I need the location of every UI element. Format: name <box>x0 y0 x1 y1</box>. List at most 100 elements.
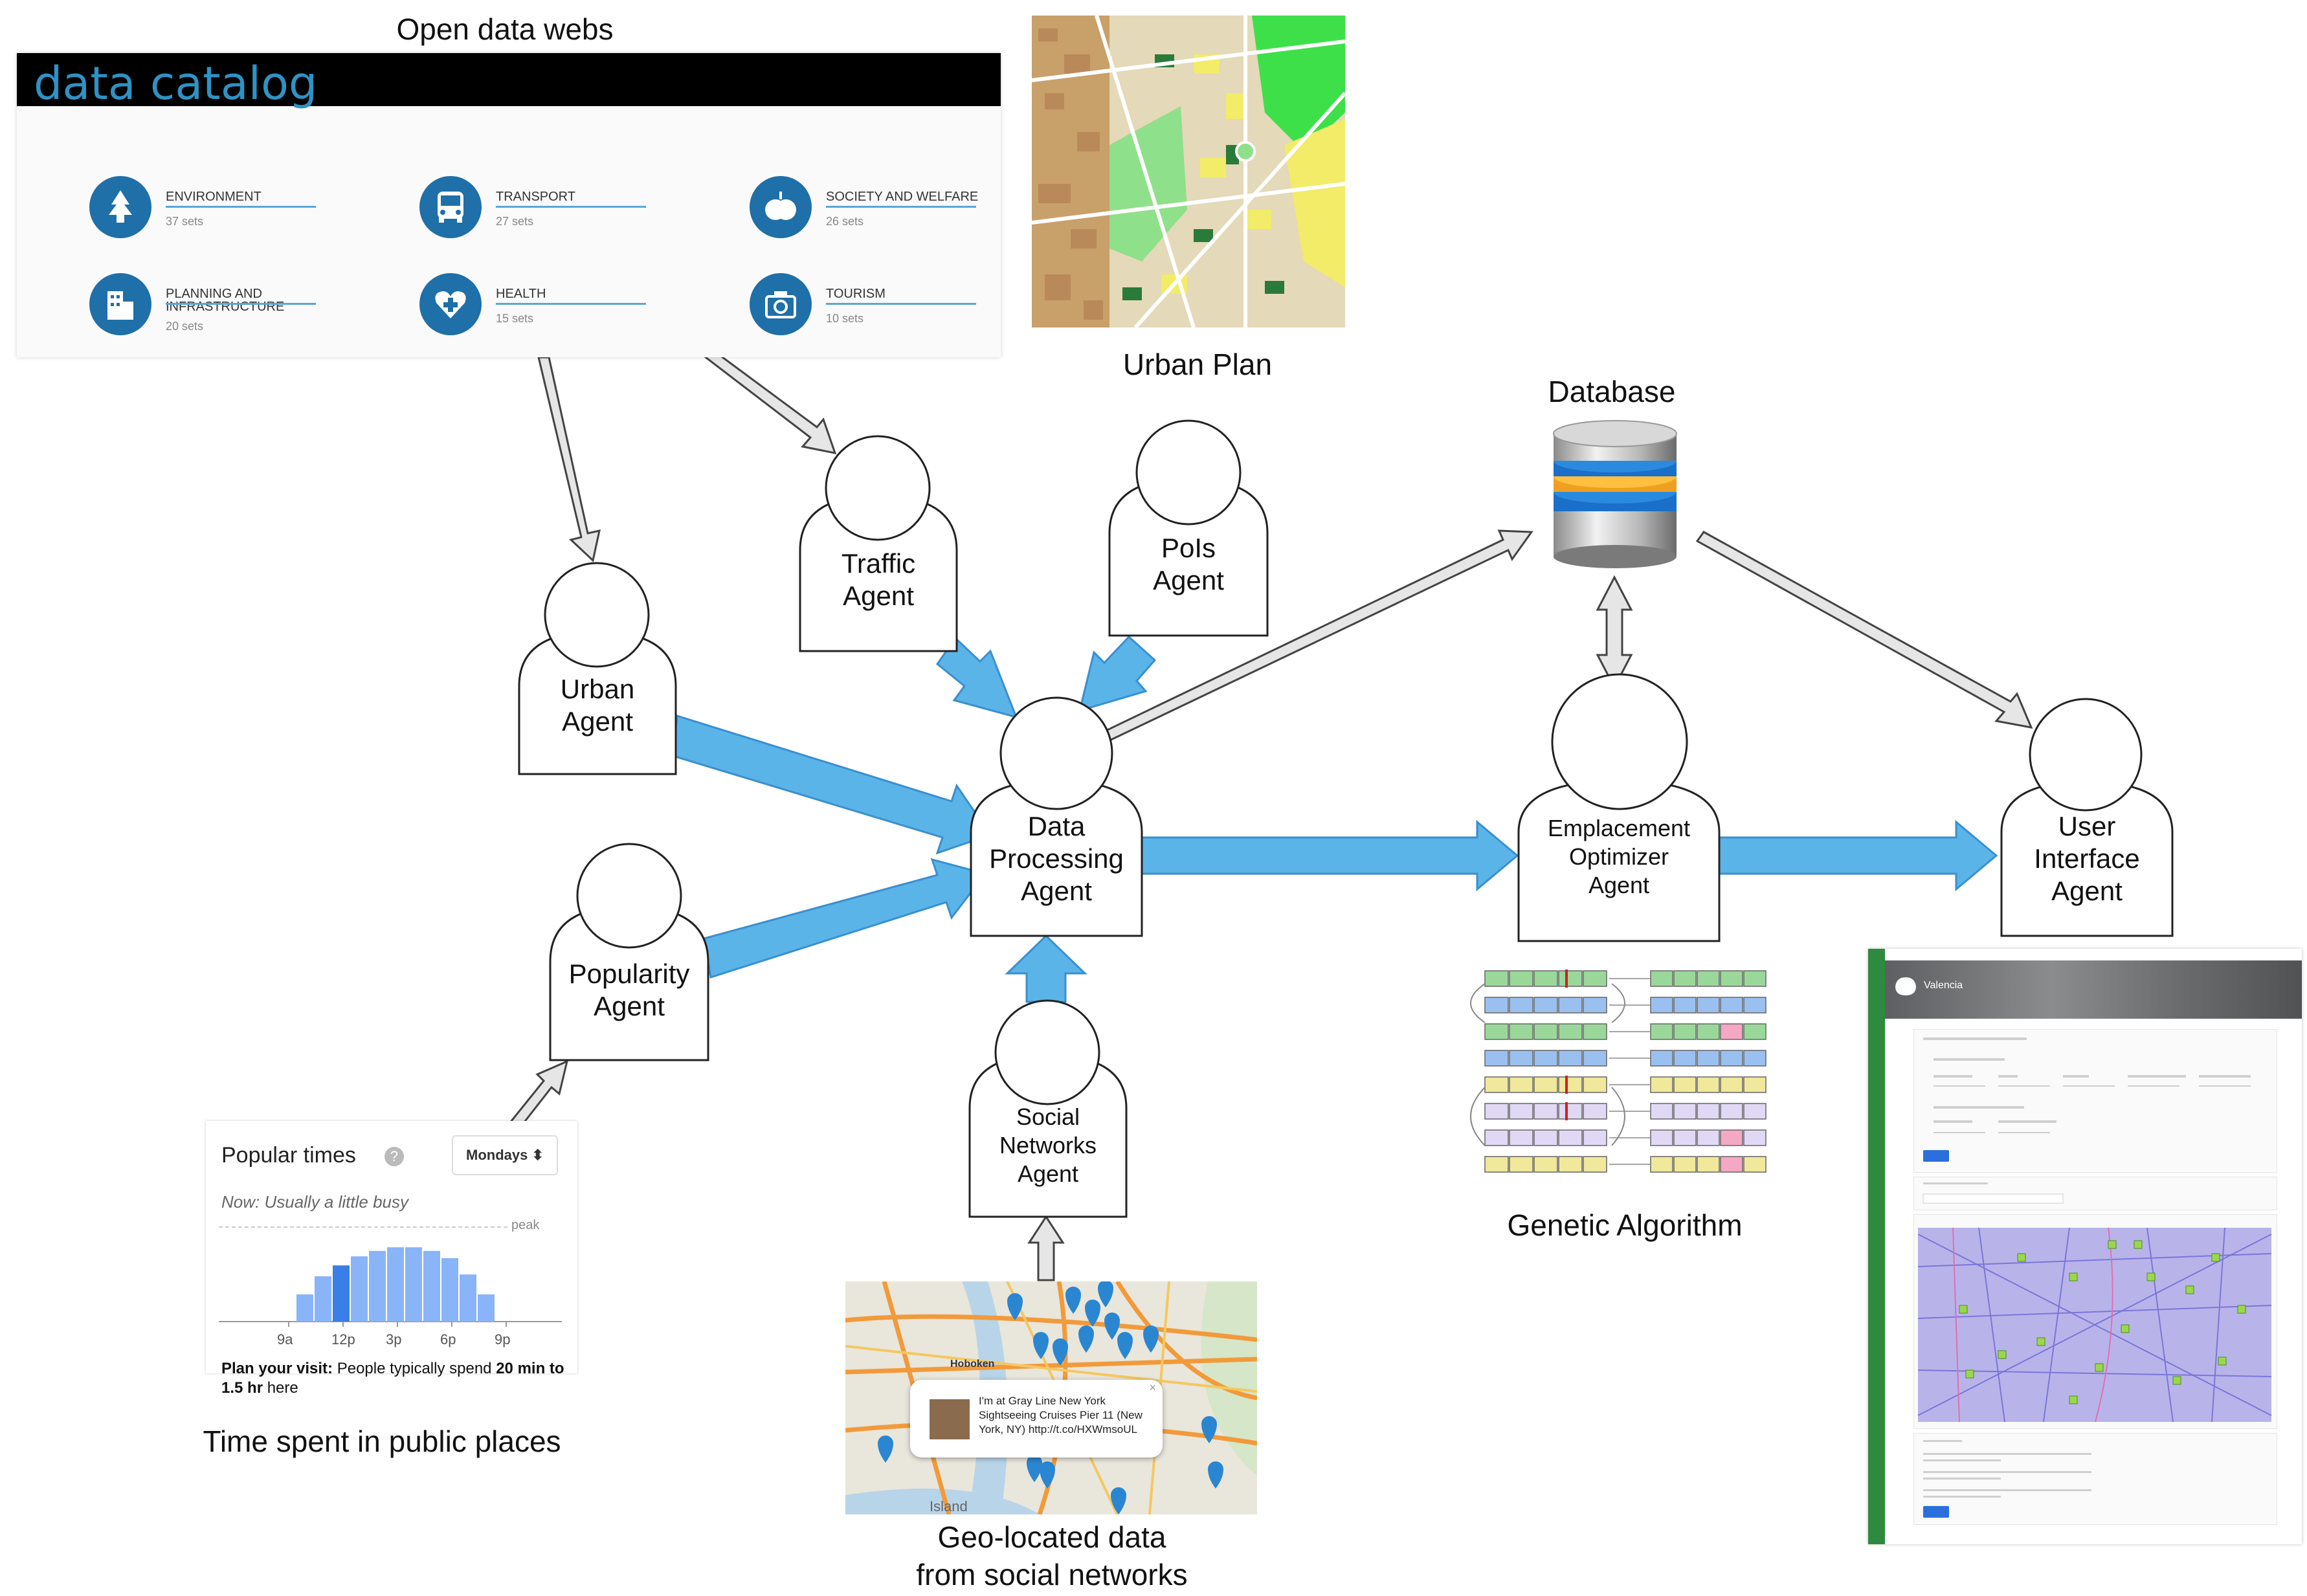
gene-cell <box>1484 1023 1509 1040</box>
catalog-item-environment[interactable]: ENVIRONMENT 37 sets <box>89 176 348 247</box>
catalog-item-health[interactable]: HEALTH 15 sets <box>419 273 678 344</box>
gene-cell <box>1558 1129 1583 1146</box>
catalog-item-planning[interactable]: PLANNING AND INFRASTRUCTURE 20 sets <box>89 273 348 344</box>
histogram-hour-label: 6p <box>440 1331 456 1347</box>
gene-cell <box>1484 1050 1509 1067</box>
ui-map-panel <box>1913 1214 2277 1429</box>
catalog-item-count: 10 sets <box>826 312 864 325</box>
map-label-island: Island <box>930 1498 968 1514</box>
pois-agent-label: PoIs Agent <box>1153 533 1224 595</box>
gene-cell <box>1720 1076 1743 1093</box>
gene-cell <box>1558 1050 1583 1067</box>
urban-plan-map-image <box>1032 16 1345 327</box>
database-icon <box>1553 420 1677 568</box>
help-icon[interactable]: ? <box>384 1147 404 1166</box>
gene-cell <box>1558 997 1583 1014</box>
catalog-item-count: 27 sets <box>496 215 534 228</box>
ui-brand: Valencia <box>1924 980 1963 991</box>
gene-cell <box>1720 1023 1743 1040</box>
apple-icon <box>750 176 812 238</box>
social-map-to-social-agent-arrow <box>1027 1215 1065 1281</box>
catalog-item-society[interactable]: SOCIETY AND WELFARE 26 sets <box>750 176 1009 247</box>
camera-icon <box>750 273 812 335</box>
histogram-bar <box>423 1250 440 1322</box>
now-status: Now: Usually a little busy <box>221 1192 408 1212</box>
histogram-hour-label: 9a <box>277 1331 293 1347</box>
close-icon[interactable]: × <box>1149 1381 1156 1394</box>
ui-results-panel <box>1913 1433 2277 1525</box>
gene-cell <box>1720 1050 1743 1067</box>
building-icon <box>89 273 151 335</box>
crossover-curve <box>1611 983 1625 1023</box>
time-spent-caption: Time spent in public places <box>203 1424 561 1458</box>
catalog-item-underline <box>496 206 646 208</box>
ui-agent-figure <box>2000 698 2174 937</box>
gene-cell <box>1509 1050 1533 1067</box>
histogram-hour-label: 3p <box>386 1331 401 1347</box>
histogram-bar <box>478 1294 495 1322</box>
crossover-curve <box>1611 1087 1625 1146</box>
ui-results-lines <box>1923 1440 2091 1498</box>
gene-cell <box>1558 1076 1583 1093</box>
histogram-bar <box>333 1265 350 1322</box>
plan-text: People typically spend <box>333 1360 496 1377</box>
gene-cell <box>1650 1156 1673 1173</box>
catalog-item-transport[interactable]: TRANSPORT 27 sets <box>419 176 678 247</box>
gene-cell <box>1533 1076 1558 1093</box>
tweet-text: I'm at Gray Line New York Sightseeing Cr… <box>979 1395 1142 1435</box>
catalog-item-count: 20 sets <box>166 320 204 333</box>
catalog-header: data catalog <box>17 53 1001 110</box>
histogram-bar <box>441 1258 458 1322</box>
gene-cell <box>1697 1156 1720 1173</box>
gene-cell <box>1533 1103 1558 1120</box>
catalog-item-count: 37 sets <box>166 215 204 228</box>
gene-cell <box>1583 1129 1607 1146</box>
gene-cell <box>1509 997 1533 1014</box>
catalog-item-underline <box>496 303 646 305</box>
gene-cell <box>1583 1156 1607 1173</box>
emplacement-agent-label: Emplacement Optimizer Agent <box>1547 815 1691 898</box>
day-selector[interactable]: Mondays ⬍ <box>452 1135 558 1175</box>
histogram-hour-label: 9p <box>495 1331 510 1347</box>
ui-submit-button[interactable] <box>1923 1150 1949 1162</box>
gene-cell <box>1509 1076 1533 1093</box>
genetic-algorithm-image <box>1450 964 1774 1184</box>
emplacement-agent-figure <box>1517 673 1721 942</box>
ui-results-button[interactable] <box>1923 1506 1949 1518</box>
gene-cell <box>1583 970 1607 987</box>
geo-caption-line-1: Geo-located data <box>937 1520 1166 1554</box>
tweet-popup[interactable]: I'm at Gray Line New York Sightseeing Cr… <box>910 1380 1163 1457</box>
database-caption: Database <box>1548 375 1676 408</box>
map-label-hoboken: Hoboken <box>950 1358 994 1369</box>
bus-icon <box>419 176 482 238</box>
plan-tail: here <box>263 1379 298 1397</box>
gene-cell <box>1673 1076 1697 1093</box>
gene-cell <box>1650 1023 1673 1040</box>
tree-icon <box>89 176 151 238</box>
pois-to-processing-arrow <box>1078 635 1157 713</box>
plan-label: Plan your visit: <box>221 1360 333 1377</box>
open-data-caption: Open data webs <box>396 12 614 46</box>
gene-cell <box>1673 997 1697 1014</box>
gene-cell <box>1743 1050 1766 1067</box>
gene-cell <box>1697 970 1720 987</box>
gene-cell <box>1484 970 1509 987</box>
crossover-curve <box>1470 1087 1486 1146</box>
gene-cell <box>1720 1156 1743 1173</box>
gene-cell <box>1673 1156 1697 1173</box>
catalog-item-tourism[interactable]: TOURISM 10 sets <box>750 273 1009 344</box>
gene-cell <box>1743 1076 1766 1093</box>
catalog-item-underline <box>826 206 976 208</box>
gene-cell <box>1650 1129 1673 1146</box>
popularity-to-processing-arrow <box>703 858 987 979</box>
optimizer-to-ui-arrow <box>1715 819 1998 892</box>
catalog-to-traffic-arrow <box>704 348 837 454</box>
gene-cell <box>1697 1050 1720 1067</box>
popularity-agent-label: Popularity Agent <box>568 959 690 1021</box>
histogram-bar <box>405 1247 422 1322</box>
location-pin-icons <box>878 1281 1223 1514</box>
catalog-item-underline <box>166 303 316 305</box>
